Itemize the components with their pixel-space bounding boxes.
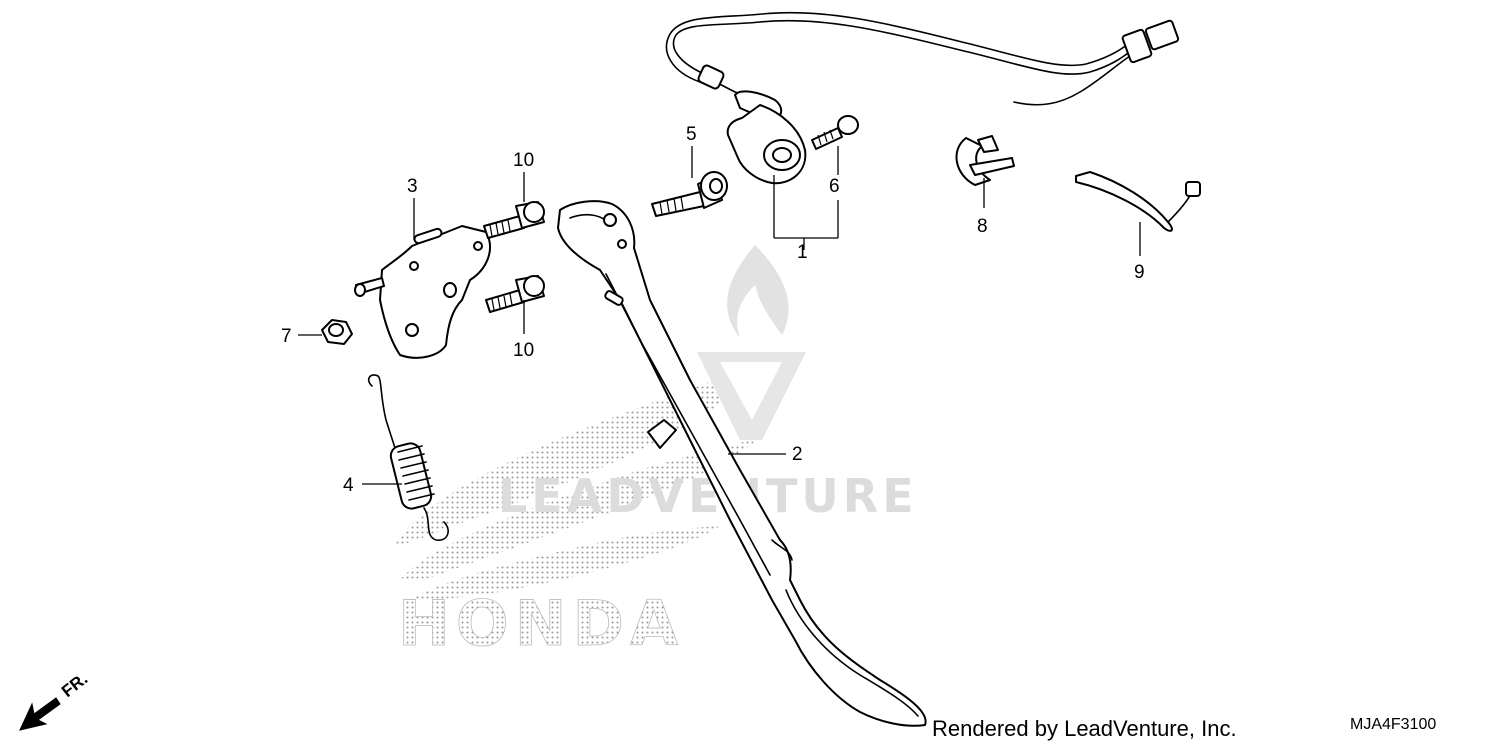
leader-lines (298, 146, 1141, 485)
side-stand-switch-harness (665, 11, 1180, 185)
return-spring-part-4 (367, 374, 449, 541)
bolt-part-10-upper (483, 201, 545, 239)
diagram-code: MJA4F3100 (1350, 716, 1437, 733)
callout-6: 6 (829, 176, 840, 197)
bolt-part-6 (811, 115, 859, 150)
callout-2: 2 (792, 444, 803, 465)
callout-3: 3 (407, 176, 418, 197)
callout-5: 5 (686, 124, 697, 145)
leadventure-text-watermark: LEADVENTURE (498, 469, 918, 523)
honda-logo-watermark: HONDA (398, 587, 684, 660)
side-stand-part-2 (557, 200, 927, 727)
nut-part-7 (321, 319, 353, 345)
pivot-bolt-part-5 (651, 171, 728, 217)
band-clamp-part-8 (955, 135, 1015, 186)
front-direction-arrow-icon (19, 697, 61, 731)
callout-9: 9 (1134, 262, 1145, 283)
callout-8: 8 (977, 216, 988, 237)
leadventure-flame-watermark (697, 245, 806, 440)
render-credit: Rendered by LeadVenture, Inc. (932, 716, 1237, 741)
tie-band-part-9 (1075, 171, 1201, 232)
callout-10-upper: 10 (513, 150, 534, 171)
callout-7: 7 (281, 326, 292, 347)
callout-4: 4 (343, 475, 354, 496)
bolt-part-10-lower (485, 275, 545, 313)
bracket-plate-part-3 (354, 225, 491, 359)
callout-10-lower: 10 (513, 340, 534, 361)
callout-1: 1 (797, 242, 808, 263)
